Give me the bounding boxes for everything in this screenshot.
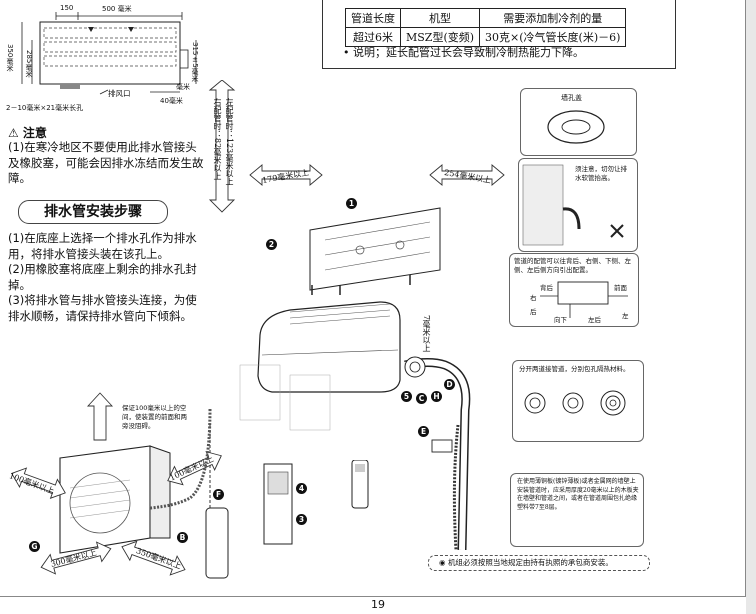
dim-315: 315±5毫米	[191, 42, 199, 82]
right-pipe-clearance: 右配管时：82毫米以上	[213, 98, 222, 181]
outdoor-unit-illustration	[11, 392, 229, 579]
insulation-panel: 分开两道接管道，分别包孔隔热材料。	[512, 360, 644, 442]
dir-front: 前面	[614, 284, 627, 292]
dir-left: 左	[622, 312, 629, 320]
pipe-direction-note: 管道的配管可以往背后、右侧、下侧、左侧、左后侧方向引出配置。	[514, 257, 631, 274]
table-header-cell: 机型	[399, 8, 481, 28]
insulation-note: 分开两道接管道，分别包孔隔热材料。	[519, 365, 630, 373]
manual-page	[0, 0, 746, 597]
step-item: (1)在底座上选择一个排水孔作为排水用，将排水管接头装在该孔上。	[8, 231, 197, 261]
spec-box	[322, 0, 676, 69]
section-title: 排水管安装步骤	[18, 200, 168, 224]
page-number: 19	[371, 598, 385, 611]
marker-5: 5	[401, 391, 412, 402]
marker-h: H	[431, 391, 442, 402]
dim-285: 285毫米	[25, 50, 33, 78]
caution-heading: ⚠ 注意	[8, 126, 47, 140]
marker-b: B	[177, 532, 188, 543]
table-cell: 超过6米	[345, 27, 401, 47]
marker-2: 2	[266, 239, 277, 250]
drain-outlet-label: 排风口	[108, 89, 131, 98]
metal-wall-note: 在使用薄铜板(镀锌薄板)或者金属网的墙壁上安装管道时，应采用厚度20毫米以上的木…	[517, 478, 639, 511]
hole-cap-panel: 墙孔盖	[520, 88, 637, 156]
dim-40: 40毫米	[160, 97, 183, 105]
marker-f: F	[213, 489, 224, 500]
drain-hose-panel: 须注意，切勿让排水软管抬高。	[518, 158, 638, 252]
marker-d: D	[444, 379, 455, 390]
marker-c: C	[416, 393, 427, 404]
drain-hose-drawing	[522, 164, 624, 246]
drain-install-steps: (1)在底座上选择一个排水孔作为排水用，将排水管接头装在该孔上。 (2)用橡胶塞…	[8, 231, 208, 324]
outdoor-space-note: 保证100毫米以上的空间，使装置的前面和两旁没阻碍。	[122, 404, 187, 430]
dim-500: 500 毫米	[102, 5, 132, 13]
marker-g: G	[29, 541, 40, 552]
dim-mm: 毫米	[176, 83, 190, 91]
step-item: (2)用橡胶塞将底座上剩余的排水孔封掉。	[8, 262, 197, 292]
hole-cap-drawing	[547, 110, 605, 144]
dir-down: 向下	[554, 316, 567, 324]
caution-text: (1)在寒冷地区不要使用此排水管接头及橡胶塞，可能会因排水冻结而发生故障。	[8, 140, 208, 187]
step-item: (3)将排水管与排水管接头连接，为使排水顺畅，请保持排水管向下倾斜。	[8, 293, 197, 323]
page-edge	[746, 0, 756, 614]
left-pipe-clearance: 左配管时：123毫米以上	[225, 98, 234, 186]
table-header-row: 管道长度 机型 需要添加制冷剂的量	[345, 8, 627, 28]
hole-cap-label: 墙孔盖	[561, 94, 582, 102]
drain-hose-note: 须注意，切勿让排水软管抬高。	[575, 165, 627, 182]
dir-rear: 后	[530, 308, 537, 316]
table-header-cell: 管道长度	[345, 8, 401, 28]
dim-150: 150	[60, 4, 74, 12]
installer-note: ◉ 机组必须按照当地规定由持有执照的承包商安装。	[428, 555, 650, 571]
marker-1: 1	[346, 198, 357, 209]
table-row: 超过6米 MSZ型(变频) 30克×(冷气管长度(米)－6)	[345, 27, 627, 47]
installer-note-text: 机组必须按照当地规定由持有执照的承包商安装。	[447, 558, 613, 567]
refrigerant-table: 管道长度 机型 需要添加制冷剂的量 超过6米 MSZ型(变频) 30克×(冷气管…	[345, 8, 627, 47]
dir-back: 背后	[540, 284, 553, 292]
marker-4: 4	[296, 483, 307, 494]
dim-350: 350毫米	[6, 44, 14, 72]
pipe-direction-panel: 管道的配管可以往背后、右侧、下侧、左侧、左后侧方向引出配置。 背后 右 前面 后…	[509, 253, 639, 327]
table-cell: MSZ型(变频)	[399, 27, 481, 47]
marker-e: E	[418, 426, 429, 437]
clearance-7: 7毫米以上	[422, 315, 431, 353]
dir-left-back: 左后	[588, 316, 601, 324]
spec-note: • 说明；延长配管过长会导致制冷制热能力下降。	[343, 46, 584, 59]
table-cell: 30克×(冷气管长度(米)－6)	[479, 27, 627, 47]
insulation-drawing	[524, 390, 626, 416]
dir-right: 右	[530, 294, 537, 302]
remote-parts-illustration	[263, 460, 369, 545]
caution-item: (1)在寒冷地区不要使用此排水管接头及橡胶塞，可能会因排水冻结而发生故障。	[8, 140, 204, 185]
pipe-direction-drawing	[540, 281, 628, 318]
metal-wall-panel: 在使用薄铜板(镀锌薄板)或者金属网的墙壁上安装管道时，应采用厚度20毫米以上的木…	[510, 473, 644, 547]
indoor-unit-illustration	[208, 80, 505, 550]
info-icon: ◉	[439, 558, 448, 567]
table-header-cell: 需要添加制冷剂的量	[479, 8, 627, 28]
marker-3: 3	[296, 514, 307, 525]
mounting-dimension-drawing	[21, 12, 197, 95]
mounting-holes-label: 2－10毫米×21毫米长孔	[6, 104, 84, 112]
